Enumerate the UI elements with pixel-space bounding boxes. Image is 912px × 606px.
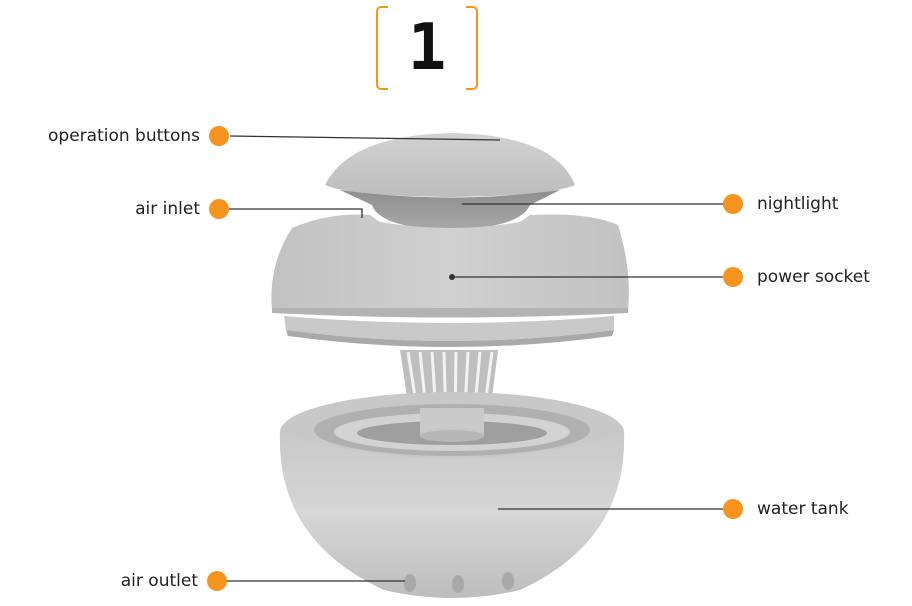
- main-body: [271, 214, 628, 347]
- callout-dot-air-inlet: [209, 199, 229, 219]
- label-operation-buttons: operation buttons: [8, 126, 200, 146]
- callout-dot-operation-buttons: [209, 126, 229, 146]
- callout-dot-water-tank: [723, 499, 743, 519]
- callout-dot-nightlight: [723, 194, 743, 214]
- label-power-socket: power socket: [757, 267, 870, 287]
- water-tank: [280, 392, 624, 598]
- callout-dot-power-socket: [723, 267, 743, 287]
- callout-dot-air-outlet: [207, 571, 227, 591]
- label-air-inlet: air inlet: [8, 199, 200, 219]
- label-nightlight: nightlight: [757, 194, 838, 214]
- label-water-tank: water tank: [757, 499, 849, 519]
- label-air-outlet: air outlet: [8, 571, 198, 591]
